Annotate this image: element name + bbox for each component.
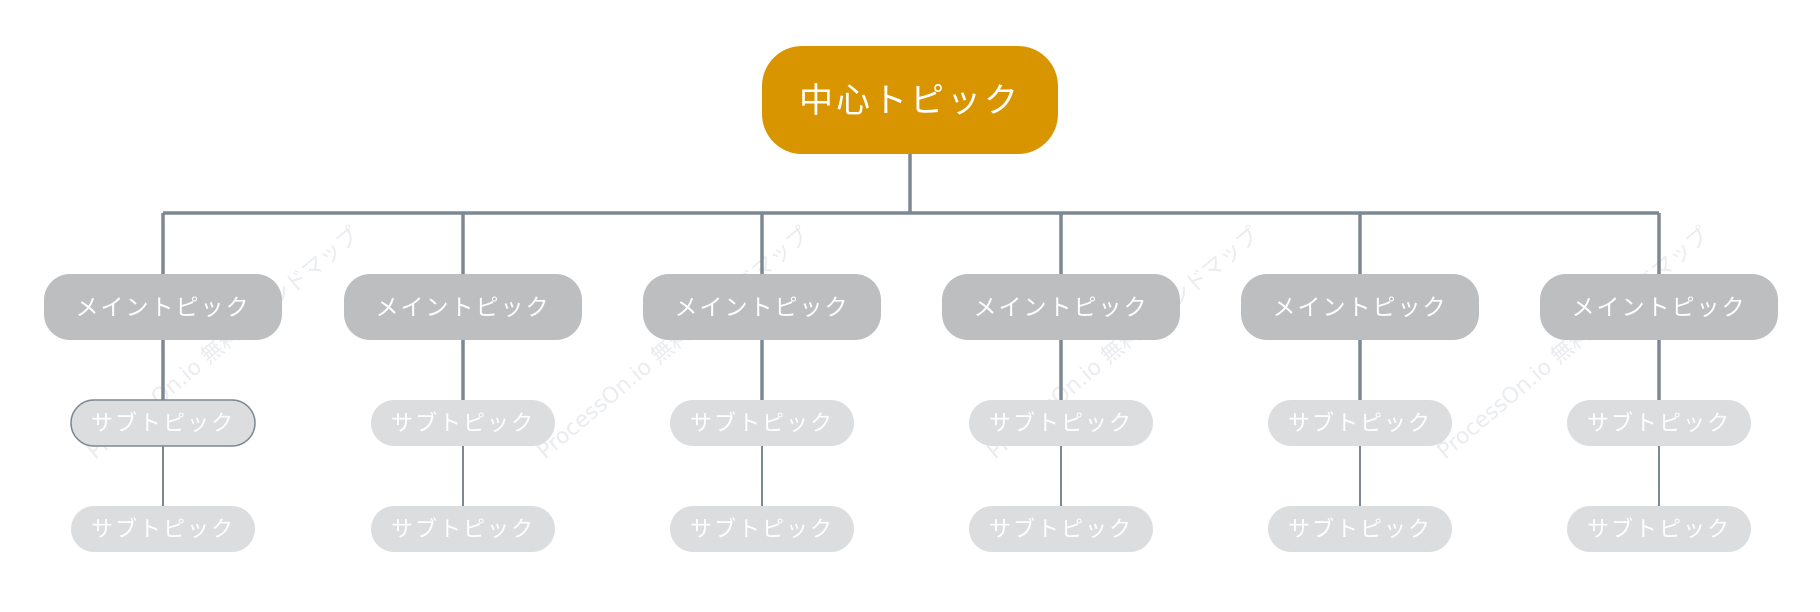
subtopic-label: サブトピック: [690, 412, 834, 437]
center-topic[interactable]: 中心トピック: [762, 46, 1058, 154]
subtopic-shape: [71, 506, 255, 552]
main-topic[interactable]: メイントピック: [44, 274, 282, 340]
subtopic[interactable]: サブトピック: [371, 506, 555, 552]
subtopic-shape: [969, 400, 1153, 446]
subtopic-shape: [1567, 400, 1751, 446]
subtopic-label: サブトピック: [989, 518, 1133, 543]
main-topic[interactable]: メイントピック: [643, 274, 881, 340]
subtopic-shape: [371, 506, 555, 552]
subtopic-shape: [1567, 506, 1751, 552]
subtopic[interactable]: サブトピック: [670, 506, 854, 552]
subtopic[interactable]: サブトピック: [1567, 506, 1751, 552]
main-topic-shape: [942, 274, 1180, 340]
subtopic-label: サブトピック: [1288, 412, 1432, 437]
subtopic-shape: [670, 400, 854, 446]
watermark-text: ProcessOn.io 無料マインドマップ: [1433, 0, 1714, 5]
subtopic-selected-label: サブトピック: [91, 412, 235, 437]
main-topic[interactable]: メイントピック: [942, 274, 1180, 340]
main-topic-label: メイントピック: [1273, 295, 1448, 321]
subtopic[interactable]: サブトピック: [71, 506, 255, 552]
main-topic-shape: [1241, 274, 1479, 340]
subtopic-label: サブトピック: [989, 412, 1133, 437]
subtopic[interactable]: サブトピック: [1268, 506, 1452, 552]
subtopic-label: サブトピック: [1288, 518, 1432, 543]
main-topic[interactable]: メイントピック: [1540, 274, 1778, 340]
main-topic-label: メイントピック: [76, 295, 251, 321]
subtopic[interactable]: サブトピック: [371, 400, 555, 446]
main-topic-shape: [643, 274, 881, 340]
main-topic[interactable]: メイントピック: [344, 274, 582, 340]
subtopic-selected[interactable]: サブトピック: [70, 399, 256, 447]
watermark-text: ProcessOn.io 無料マインドマップ: [983, 0, 1264, 5]
center-topic-shape: [762, 46, 1058, 154]
main-topic-label: メイントピック: [1572, 295, 1747, 321]
main-topic[interactable]: メイントピック: [1241, 274, 1479, 340]
subtopic[interactable]: サブトピック: [1567, 400, 1751, 446]
main-topic-label: メイントピック: [675, 295, 850, 321]
subtopic-label: サブトピック: [391, 412, 535, 437]
watermark-text: ProcessOn.io 無料マインドマップ: [83, 0, 364, 5]
subtopic[interactable]: サブトピック: [670, 400, 854, 446]
subtopic-selected-shape: [70, 399, 256, 447]
subtopic-shape: [1268, 400, 1452, 446]
subtopic-shape: [969, 506, 1153, 552]
center-topic-label: 中心トピック: [799, 81, 1021, 121]
subtopic[interactable]: サブトピック: [969, 506, 1153, 552]
main-topic-shape: [344, 274, 582, 340]
subtopic-label: サブトピック: [91, 518, 235, 543]
main-topic-label: メイントピック: [974, 295, 1149, 321]
subtopic-shape: [371, 400, 555, 446]
main-topic-label: メイントピック: [376, 295, 551, 321]
subtopic-shape: [670, 506, 854, 552]
main-topic-shape: [44, 274, 282, 340]
subtopic-label: サブトピック: [690, 518, 834, 543]
subtopic[interactable]: サブトピック: [1268, 400, 1452, 446]
subtopic-shape: [1268, 506, 1452, 552]
subtopic-label: サブトピック: [391, 518, 535, 543]
subtopic-label: サブトピック: [1587, 518, 1731, 543]
subtopic-label: サブトピック: [1587, 412, 1731, 437]
connector-layer: [161, 154, 1661, 506]
main-topic-shape: [1540, 274, 1778, 340]
watermark-text: ProcessOn.io 無料マインドマップ: [533, 0, 814, 5]
subtopic[interactable]: サブトピック: [969, 400, 1153, 446]
node-layer: 中心トピックメイントピックサブトピックサブトピックメイントピックサブトピックサブ…: [44, 46, 1778, 552]
